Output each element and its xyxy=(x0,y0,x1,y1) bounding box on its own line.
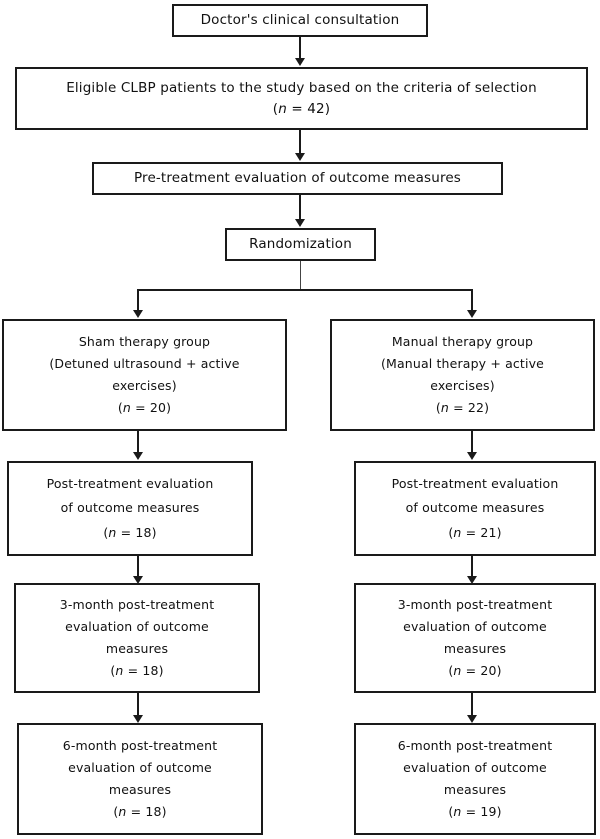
node-label: Eligible CLBP patients to the study base… xyxy=(66,79,537,96)
node-doctors-consultation[interactable]: Doctor's clinical consultation xyxy=(172,4,428,37)
node-pre-treatment-evaluation[interactable]: Pre-treatment evaluation of outcome meas… xyxy=(92,162,503,195)
node-sham-3month-evaluation[interactable]: 3-month post-treatment evaluation of out… xyxy=(14,583,260,693)
node-manual-6month-evaluation[interactable]: 6-month post-treatment evaluation of out… xyxy=(354,723,596,835)
node-label: Pre-treatment evaluation of outcome meas… xyxy=(133,170,461,187)
connector-sham-post-to-3month xyxy=(137,556,139,578)
connector-manual-group-to-post xyxy=(471,431,473,454)
node-label-line-3: measures xyxy=(443,641,507,656)
node-sample-size: (n = 22) xyxy=(435,399,490,415)
node-label-line-1: 3-month post-treatment xyxy=(59,597,215,613)
arrowhead-to-eligible xyxy=(295,58,305,66)
node-label-line-1: Post-treatment evaluation xyxy=(391,475,559,491)
node-label-line-1: Manual therapy group xyxy=(391,334,534,350)
node-label: Randomization xyxy=(249,236,352,253)
node-sample-size: (n = 20) xyxy=(117,399,172,415)
connector-pretreatment-to-randomization xyxy=(299,195,301,220)
node-sample-size: (n = 21) xyxy=(448,524,502,540)
node-sample-size: (n = 42) xyxy=(272,100,331,117)
connector-randomization-stem xyxy=(300,261,301,290)
node-manual-3month-evaluation[interactable]: 3-month post-treatment evaluation of out… xyxy=(354,583,596,693)
node-sample-size: (n = 18) xyxy=(103,524,157,540)
node-label-line-2: (Manual therapy + active xyxy=(381,356,544,372)
node-label-line-1: Post-treatment evaluation xyxy=(46,475,214,491)
arrowhead-to-randomization xyxy=(295,219,305,227)
node-label-line-1: 6-month post-treatment xyxy=(397,738,553,754)
node-eligible-patients[interactable]: Eligible CLBP patients to the study base… xyxy=(15,67,588,130)
arrowhead-to-sham-6month xyxy=(133,715,143,723)
node-sham-post-treatment-evaluation[interactable]: Post-treatment evaluation of outcome mea… xyxy=(7,461,253,556)
connector-consultation-to-eligible xyxy=(299,37,301,59)
node-label: Doctor's clinical consultation xyxy=(200,12,400,29)
node-label-line-2: of outcome measures xyxy=(60,500,200,516)
arrowhead-to-manual-6month xyxy=(467,715,477,723)
node-label-line-3: exercises) xyxy=(112,378,177,393)
node-sample-size: (n = 18) xyxy=(110,662,164,678)
node-manual-therapy-group[interactable]: Manual therapy group (Manual therapy + a… xyxy=(330,319,595,431)
node-label-line-2: evaluation of outcome xyxy=(65,619,209,635)
connector-split-left-drop xyxy=(137,289,139,312)
node-label-line-2: evaluation of outcome xyxy=(403,760,547,776)
arrowhead-to-sham-group xyxy=(133,310,143,318)
connector-sham-group-to-post xyxy=(137,431,139,454)
node-label-line-2: evaluation of outcome xyxy=(68,760,212,776)
arrowhead-to-manual-post xyxy=(467,452,477,460)
arrowhead-to-sham-post xyxy=(133,452,143,460)
node-sham-therapy-group[interactable]: Sham therapy group (Detuned ultrasound +… xyxy=(2,319,287,431)
node-label-line-3: measures xyxy=(108,782,172,797)
connector-eligible-to-pretreatment xyxy=(299,130,301,154)
arrowhead-to-sham-3month xyxy=(133,576,143,584)
arrowhead-to-manual-group xyxy=(467,310,477,318)
node-label-line-3: measures xyxy=(105,641,169,656)
node-label-line-2: (Detuned ultrasound + active xyxy=(49,356,240,372)
connector-manual-3month-to-6month xyxy=(471,693,473,717)
node-sample-size: (n = 19) xyxy=(448,803,502,819)
node-label-line-1: 6-month post-treatment xyxy=(62,738,218,754)
connector-split-right-drop xyxy=(471,289,473,312)
node-sample-size: (n = 20) xyxy=(448,662,502,678)
node-randomization[interactable]: Randomization xyxy=(225,228,376,261)
node-label-line-1: Sham therapy group xyxy=(78,334,211,350)
node-label-line-2: evaluation of outcome xyxy=(403,619,547,635)
arrowhead-to-pretreatment xyxy=(295,153,305,161)
node-manual-post-treatment-evaluation[interactable]: Post-treatment evaluation of outcome mea… xyxy=(354,461,596,556)
node-sham-6month-evaluation[interactable]: 6-month post-treatment evaluation of out… xyxy=(17,723,263,835)
arrowhead-to-manual-3month xyxy=(467,576,477,584)
connector-sham-3month-to-6month xyxy=(137,693,139,717)
node-label-line-2: of outcome measures xyxy=(405,500,545,516)
connector-split-horizontal xyxy=(137,289,473,291)
node-label-line-1: 3-month post-treatment xyxy=(397,597,553,613)
connector-manual-post-to-3month xyxy=(471,556,473,578)
node-label-line-3: measures xyxy=(443,782,507,797)
node-sample-size: (n = 18) xyxy=(113,803,167,819)
node-label-line-3: exercises) xyxy=(430,378,495,393)
